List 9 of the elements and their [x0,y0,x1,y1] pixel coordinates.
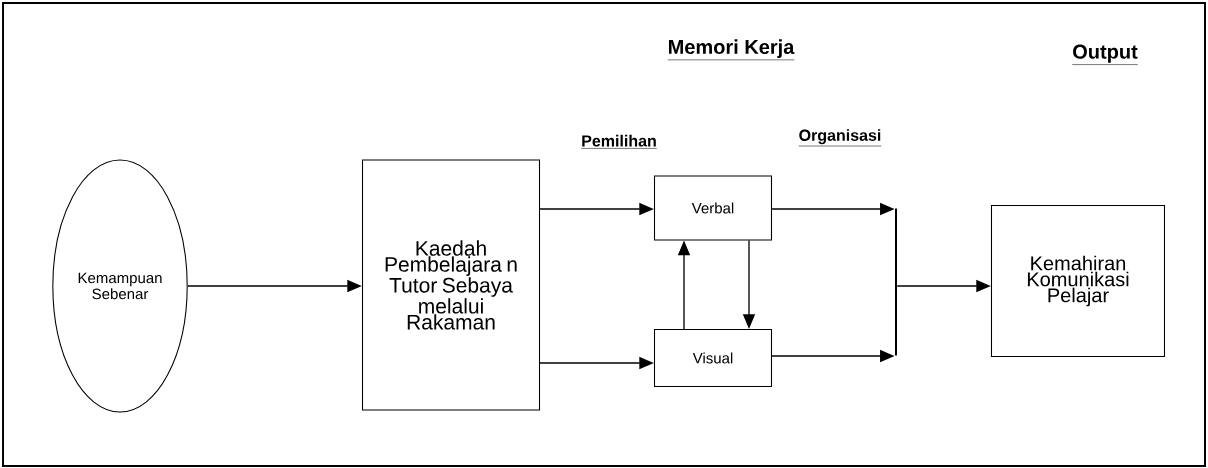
process-box: Verbal [653,175,773,241]
heading: Pemilihan [580,134,658,149]
process-box: Visual [653,328,773,388]
process-box: Kaedah Pembelajara n Tutor Sebaya melalui Rakaman [361,159,541,411]
heading: Output [1071,44,1138,65]
heading: Memori Kerja [667,39,795,61]
ellipse-node: Kemampuan Sebenar [52,159,188,413]
process-box: Kemahiran Komunikasi Pelajar [990,204,1166,358]
heading: Organisasi [798,129,882,147]
